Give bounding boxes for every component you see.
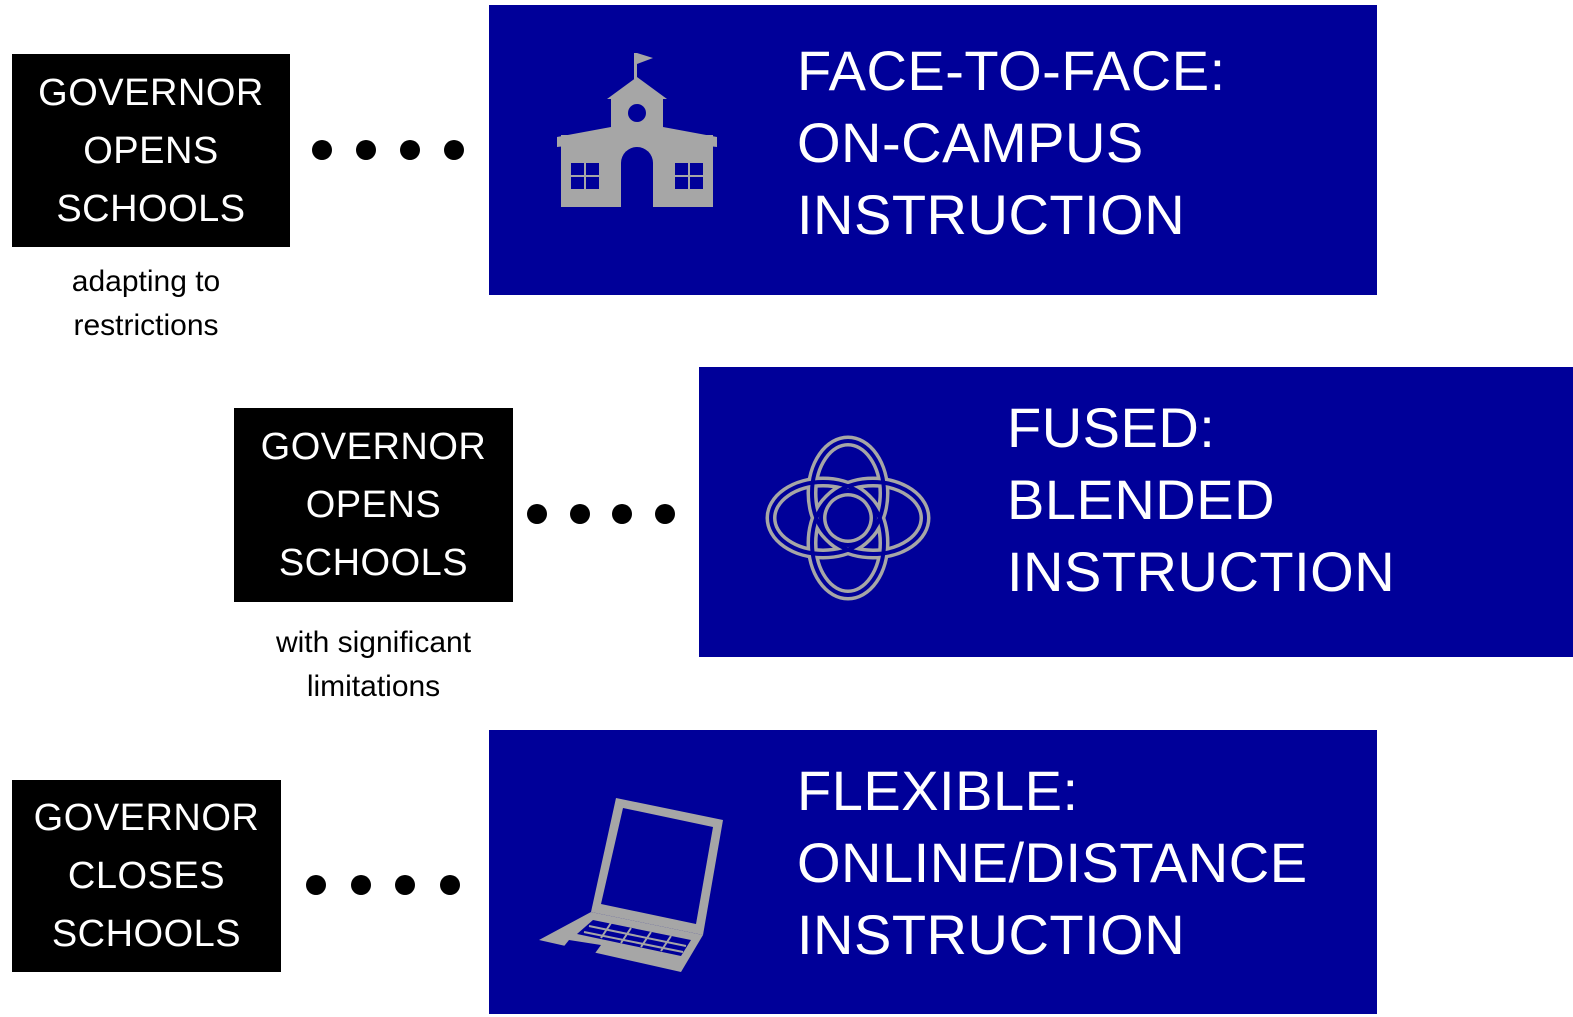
caption-line-1: adapting to	[71, 265, 221, 298]
governor-box-opens-limitations: GOVERNOR OPENS SCHOOLS	[234, 408, 513, 602]
mode-line-2: ON-CAMPUS	[797, 111, 1144, 174]
dot	[312, 140, 332, 160]
dot	[569, 504, 590, 524]
caption-line-2: limitations	[306, 670, 441, 703]
dot	[612, 504, 633, 524]
school-building-icon	[557, 53, 717, 207]
mode-box-fused: FUSED: BLENDED INSTRUCTION	[699, 367, 1573, 657]
mode-line-3: INSTRUCTION	[1007, 540, 1396, 603]
governor-line-3: SCHOOLS	[278, 542, 469, 584]
mode-line-2: ONLINE/DISTANCE	[797, 831, 1308, 894]
mode-box-face-to-face: FACE-TO-FACE: ON-CAMPUS INSTRUCTION	[489, 5, 1377, 295]
mode-label-face-to-face: FACE-TO-FACE: ON-CAMPUS INSTRUCTION	[797, 35, 1226, 251]
caption-significant: with significant limitations	[234, 621, 513, 709]
dot	[306, 875, 326, 895]
governor-line-1: GOVERNOR	[260, 426, 487, 468]
governor-line-3: SCHOOLS	[56, 187, 246, 230]
dot	[444, 140, 464, 160]
governor-line-3: SCHOOLS	[51, 913, 242, 955]
connector-dots-2	[527, 504, 675, 524]
connector-dots-3	[306, 875, 460, 895]
governor-box-opens-restrictions: GOVERNOR OPENS SCHOOLS	[12, 54, 290, 247]
connector-dots-1	[312, 140, 464, 160]
mode-line-1: FLEXIBLE:	[797, 759, 1079, 822]
governor-line-2: CLOSES	[67, 855, 226, 897]
mode-label-flexible: FLEXIBLE: ONLINE/DISTANCE INSTRUCTION	[797, 755, 1308, 971]
governor-line-1: GOVERNOR	[38, 71, 264, 114]
mode-box-flexible: FLEXIBLE: ONLINE/DISTANCE INSTRUCTION	[489, 730, 1377, 1014]
governor-line-2: OPENS	[305, 484, 442, 526]
dot	[527, 504, 547, 524]
mode-label-fused: FUSED: BLENDED INSTRUCTION	[1007, 392, 1395, 608]
mode-line-1: FUSED:	[1007, 396, 1216, 459]
dot	[654, 504, 675, 524]
caption-line-1: with significant	[275, 626, 472, 659]
dot	[400, 140, 420, 160]
dot	[439, 875, 460, 895]
knot-icon	[765, 435, 931, 601]
mode-line-3: INSTRUCTION	[797, 903, 1186, 966]
dot	[395, 875, 416, 895]
governor-box-closes: GOVERNOR CLOSES SCHOOLS	[12, 780, 281, 972]
governor-line-1: GOVERNOR	[33, 797, 260, 839]
laptop-icon	[539, 798, 723, 972]
caption-line-2: restrictions	[73, 309, 219, 342]
caption-adapting: adapting to restrictions	[12, 260, 280, 348]
dot	[350, 875, 371, 895]
dot	[356, 140, 376, 160]
mode-line-2: BLENDED	[1007, 468, 1276, 531]
governor-line-2: OPENS	[83, 129, 219, 172]
mode-line-3: INSTRUCTION	[797, 183, 1186, 246]
mode-line-1: FACE-TO-FACE:	[797, 39, 1226, 102]
